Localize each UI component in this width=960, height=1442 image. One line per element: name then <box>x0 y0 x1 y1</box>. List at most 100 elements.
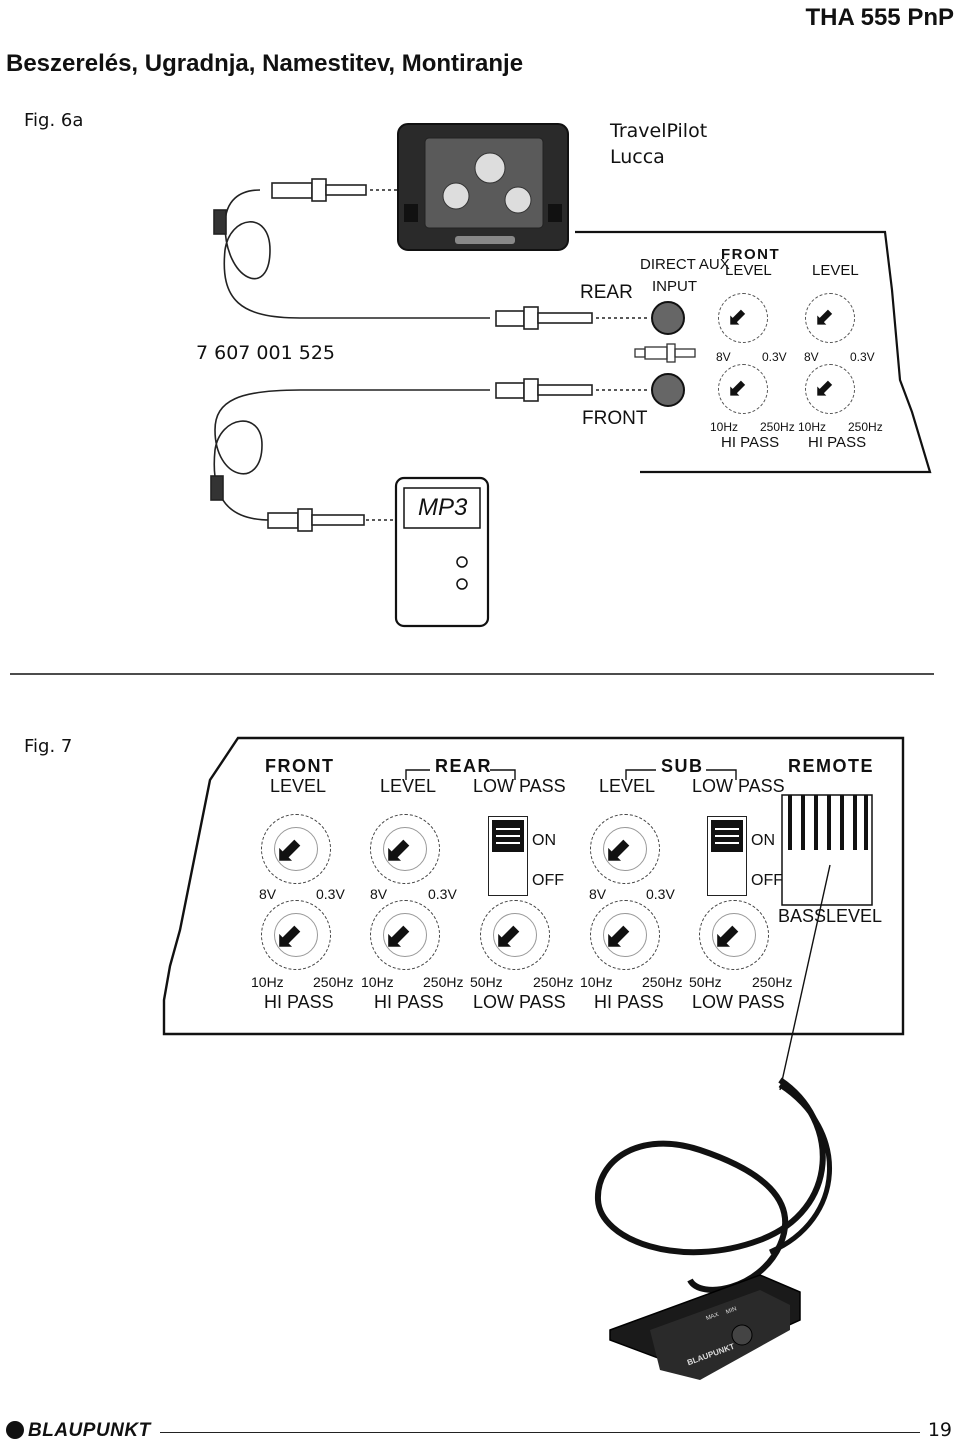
direct-aux-input-label: INPUT <box>652 278 697 295</box>
hipass-label-1: HI PASS <box>721 434 780 451</box>
v-low-1: 0.3V <box>762 350 787 364</box>
hz-50-sub-lp: 50Hz <box>689 974 722 990</box>
hz-250-sub-lp: 250Hz <box>752 974 793 990</box>
hz-50-rear-lp: 50Hz <box>470 974 503 990</box>
rear-lowpass-label: LOW PASS <box>473 776 566 796</box>
device-name-line1: TravelPilot <box>610 120 708 142</box>
arrow-icon: ⬋ <box>385 915 414 955</box>
sub-heading: SUB <box>661 756 704 776</box>
fig-6a-label: Fig. 6a <box>24 110 84 131</box>
model-name: THA 555 PnP <box>805 4 955 31</box>
footer-brand: BLAUPUNKT <box>28 1420 151 1441</box>
fig-6a-drawing <box>10 123 934 675</box>
cable-part-number: 7 607 001 525 <box>196 342 336 364</box>
v-high-1: 8V <box>716 350 731 364</box>
hz-250-rear-lp: 250Hz <box>533 974 574 990</box>
rear-heading: REAR <box>435 756 493 776</box>
hz-low-1: 10Hz <box>710 420 739 434</box>
arrow-icon: ⬋ <box>728 302 749 330</box>
basslevel-label: BASSLEVEL <box>778 906 883 926</box>
hz-10-rear: 10Hz <box>361 974 394 990</box>
on-label-2: ON <box>751 832 775 849</box>
rear-input-jack <box>651 301 685 335</box>
front-level-label-7: LEVEL <box>270 776 327 796</box>
hz-250-sub: 250Hz <box>642 974 683 990</box>
sub-lowpass-switch <box>707 816 747 896</box>
brand-logo-icon <box>6 1421 24 1439</box>
v-low-rear: 0.3V <box>428 886 457 902</box>
knob-front-level: ⬋ <box>718 293 768 343</box>
amp-panel-outline-fig7 <box>162 736 905 1036</box>
device-name-line2: Lucca <box>610 146 665 168</box>
amp-panel-outline <box>575 230 932 474</box>
fig-7-label: Fig. 7 <box>24 736 73 757</box>
knob-front-level-7: ⬋ <box>261 814 331 884</box>
knob-rear-lowpass: ⬋ <box>480 900 550 970</box>
arrow-icon: ⬋ <box>714 915 743 955</box>
knob-front-hipass: ⬋ <box>718 364 768 414</box>
cable-top <box>213 178 650 330</box>
front-input-jack <box>651 373 685 407</box>
rear-level-label: LEVEL <box>380 776 437 796</box>
off-label-2: OFF <box>751 872 783 889</box>
front-level-label: LEVEL <box>725 262 772 279</box>
sub-level-label: LEVEL <box>599 776 656 796</box>
arrow-icon: ⬋ <box>276 829 305 869</box>
knob-sub-lowpass: ⬋ <box>699 900 769 970</box>
remote-heading: REMOTE <box>788 756 875 776</box>
rear-lowpass-bottom-label: LOW PASS <box>473 992 566 1012</box>
hz-high-2: 250Hz <box>848 420 883 434</box>
off-label-1: OFF <box>532 872 564 889</box>
v-high-rear: 8V <box>370 886 388 902</box>
hz-250-rear: 250Hz <box>423 974 464 990</box>
hipass-label-2: HI PASS <box>808 434 867 451</box>
hz-10-sub: 10Hz <box>580 974 613 990</box>
hz-low-2: 10Hz <box>798 420 827 434</box>
level-label-2: LEVEL <box>812 262 859 279</box>
v-low-front: 0.3V <box>316 886 345 902</box>
arrow-icon: ⬋ <box>815 373 836 401</box>
v-high-sub: 8V <box>589 886 607 902</box>
knob-hipass-2: ⬋ <box>805 364 855 414</box>
arrow-icon: ⬋ <box>605 829 634 869</box>
front-level-head: FRONT <box>721 246 781 263</box>
rear-hipass-label: HI PASS <box>374 992 444 1012</box>
knob-front-hipass-7: ⬋ <box>261 900 331 970</box>
arrow-icon: ⬋ <box>815 302 836 330</box>
direct-aux-label: DIRECT AUX <box>640 256 730 273</box>
fig-7-drawing <box>162 736 905 1380</box>
footer-rule <box>160 1432 920 1433</box>
mp3-label: MP3 <box>418 494 468 521</box>
mini-plug-icon <box>634 343 696 363</box>
bass-remote <box>594 1077 832 1380</box>
knob-level-2: ⬋ <box>805 293 855 343</box>
arrow-icon: ⬋ <box>276 915 305 955</box>
front-input-label: FRONT <box>582 408 648 429</box>
v-high-front: 8V <box>259 886 277 902</box>
sub-hipass-label: HI PASS <box>594 992 664 1012</box>
cable-bottom <box>210 378 650 532</box>
hz-high-1: 250Hz <box>760 420 795 434</box>
v-low-sub: 0.3V <box>646 886 675 902</box>
v-low-2: 0.3V <box>850 350 875 364</box>
knob-rear-hipass: ⬋ <box>370 900 440 970</box>
knob-sub-hipass: ⬋ <box>590 900 660 970</box>
arrow-icon: ⬋ <box>605 915 634 955</box>
rear-input-label: REAR <box>580 282 633 303</box>
travelpilot-device <box>397 123 569 251</box>
hz-10-front: 10Hz <box>251 974 284 990</box>
arrow-icon: ⬋ <box>495 915 524 955</box>
arrow-icon: ⬋ <box>385 829 414 869</box>
knob-sub-level: ⬋ <box>590 814 660 884</box>
rear-lowpass-switch <box>488 816 528 896</box>
sub-lowpass-label: LOW PASS <box>692 776 785 796</box>
page-number: 19 <box>927 1419 952 1441</box>
hz-250-front: 250Hz <box>313 974 354 990</box>
front-heading: FRONT <box>265 756 335 776</box>
sub-lowpass-bottom-label: LOW PASS <box>692 992 785 1012</box>
front-hipass-label-7: HI PASS <box>264 992 334 1012</box>
on-label-1: ON <box>532 832 556 849</box>
page-title: Beszerelés, Ugradnja, Namestitev, Montir… <box>6 50 524 77</box>
arrow-icon: ⬋ <box>728 373 749 401</box>
knob-rear-level: ⬋ <box>370 814 440 884</box>
